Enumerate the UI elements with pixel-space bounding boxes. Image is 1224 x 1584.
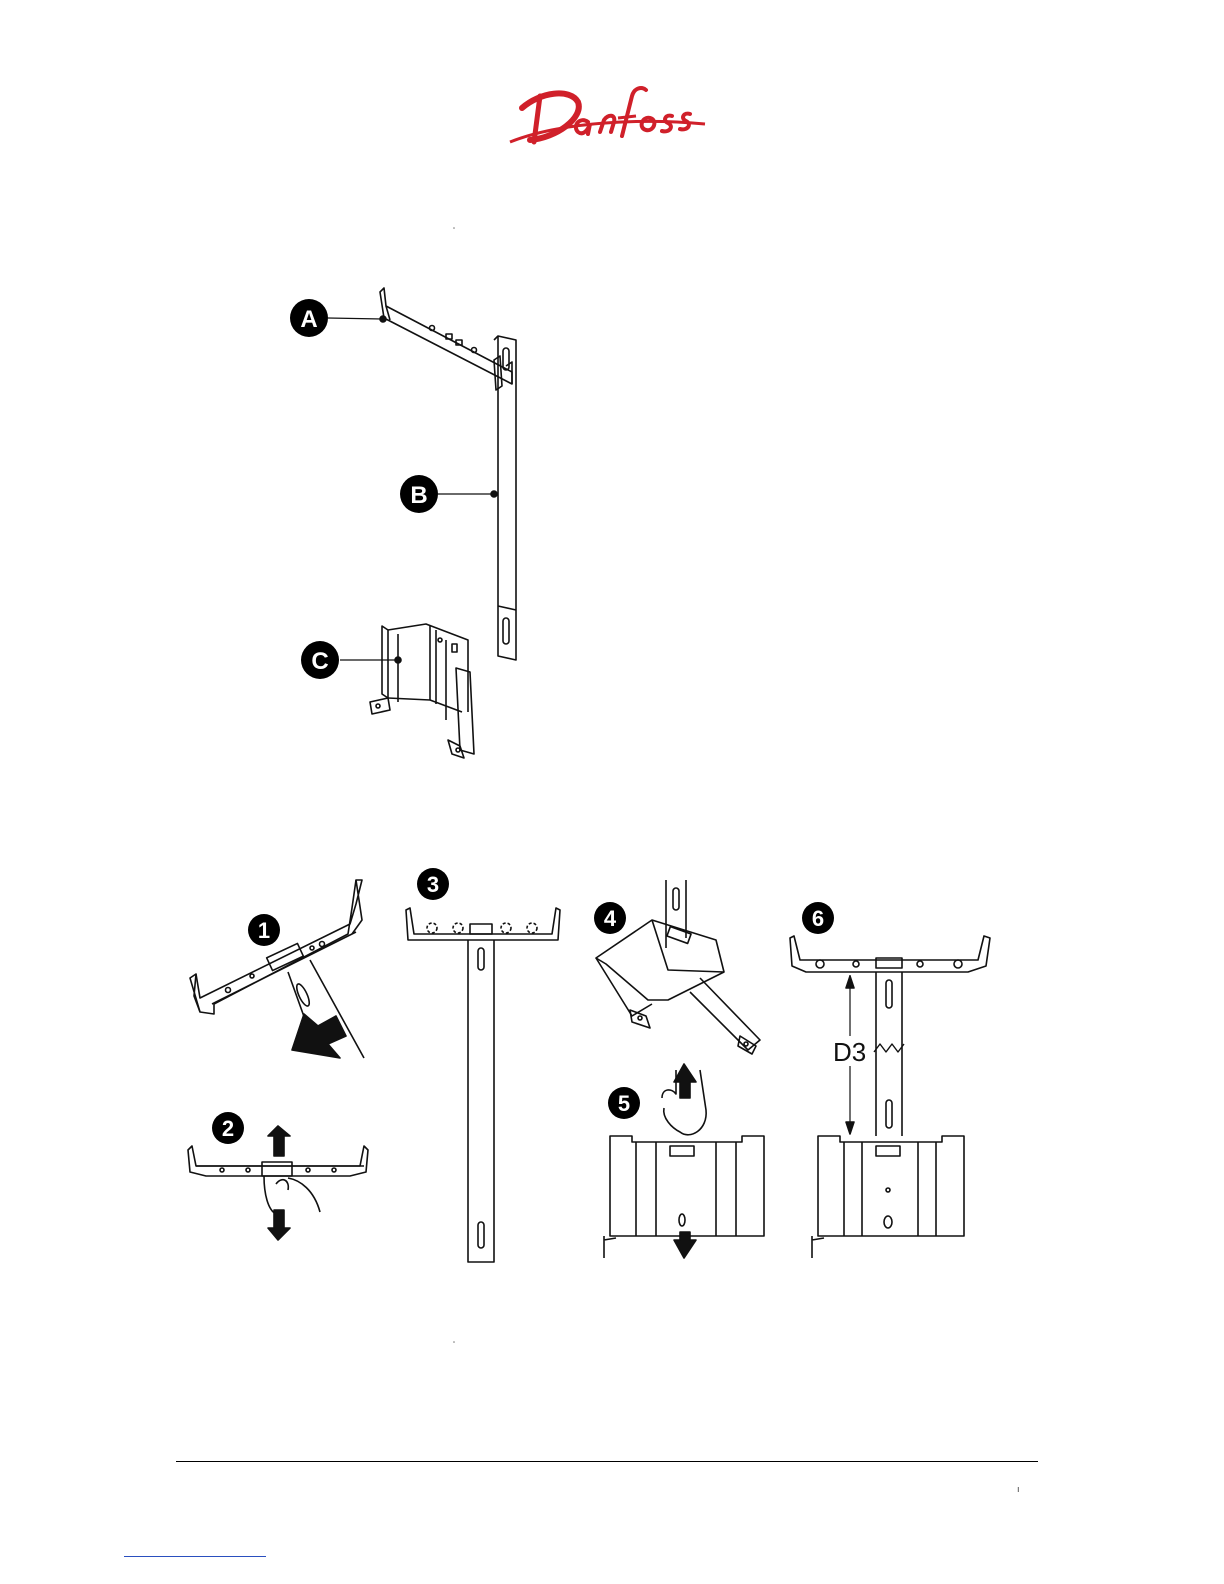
- badge-c-label: C: [311, 648, 328, 675]
- step-badge-6: 6: [802, 902, 834, 934]
- strap-b-drawing: [494, 336, 516, 660]
- page-mark: ı: [1017, 1484, 1020, 1494]
- step-badge-4: 4: [594, 902, 626, 934]
- step-3-label: 3: [427, 872, 439, 897]
- footer-divider: [176, 1461, 1038, 1462]
- bracket-c-drawing: [370, 624, 474, 758]
- step2-drawing: [188, 1126, 368, 1240]
- badge-a: A: [290, 299, 328, 337]
- step-5-label: 5: [618, 1091, 630, 1116]
- step-badge-1: 1: [248, 914, 280, 946]
- step-badge-3: 3: [417, 868, 449, 900]
- step-1-label: 1: [258, 918, 270, 943]
- step1-drawing: [190, 880, 364, 1058]
- bracket-a-drawing: [380, 288, 512, 390]
- badge-b: B: [400, 475, 438, 513]
- footer-link-underline[interactable]: [124, 1556, 266, 1557]
- step-badge-5: 5: [608, 1087, 640, 1119]
- dimension-d3-label: D3: [833, 1037, 866, 1067]
- badge-a-label: A: [300, 306, 317, 333]
- badge-c: C: [301, 641, 339, 679]
- step-4-label: 4: [604, 906, 617, 931]
- step3-drawing: [406, 908, 560, 1262]
- step-6-label: 6: [812, 906, 824, 931]
- step6-drawing: [790, 936, 990, 1258]
- badge-b-label: B: [410, 482, 427, 509]
- step-badge-2: 2: [212, 1112, 244, 1144]
- step-2-label: 2: [222, 1116, 234, 1141]
